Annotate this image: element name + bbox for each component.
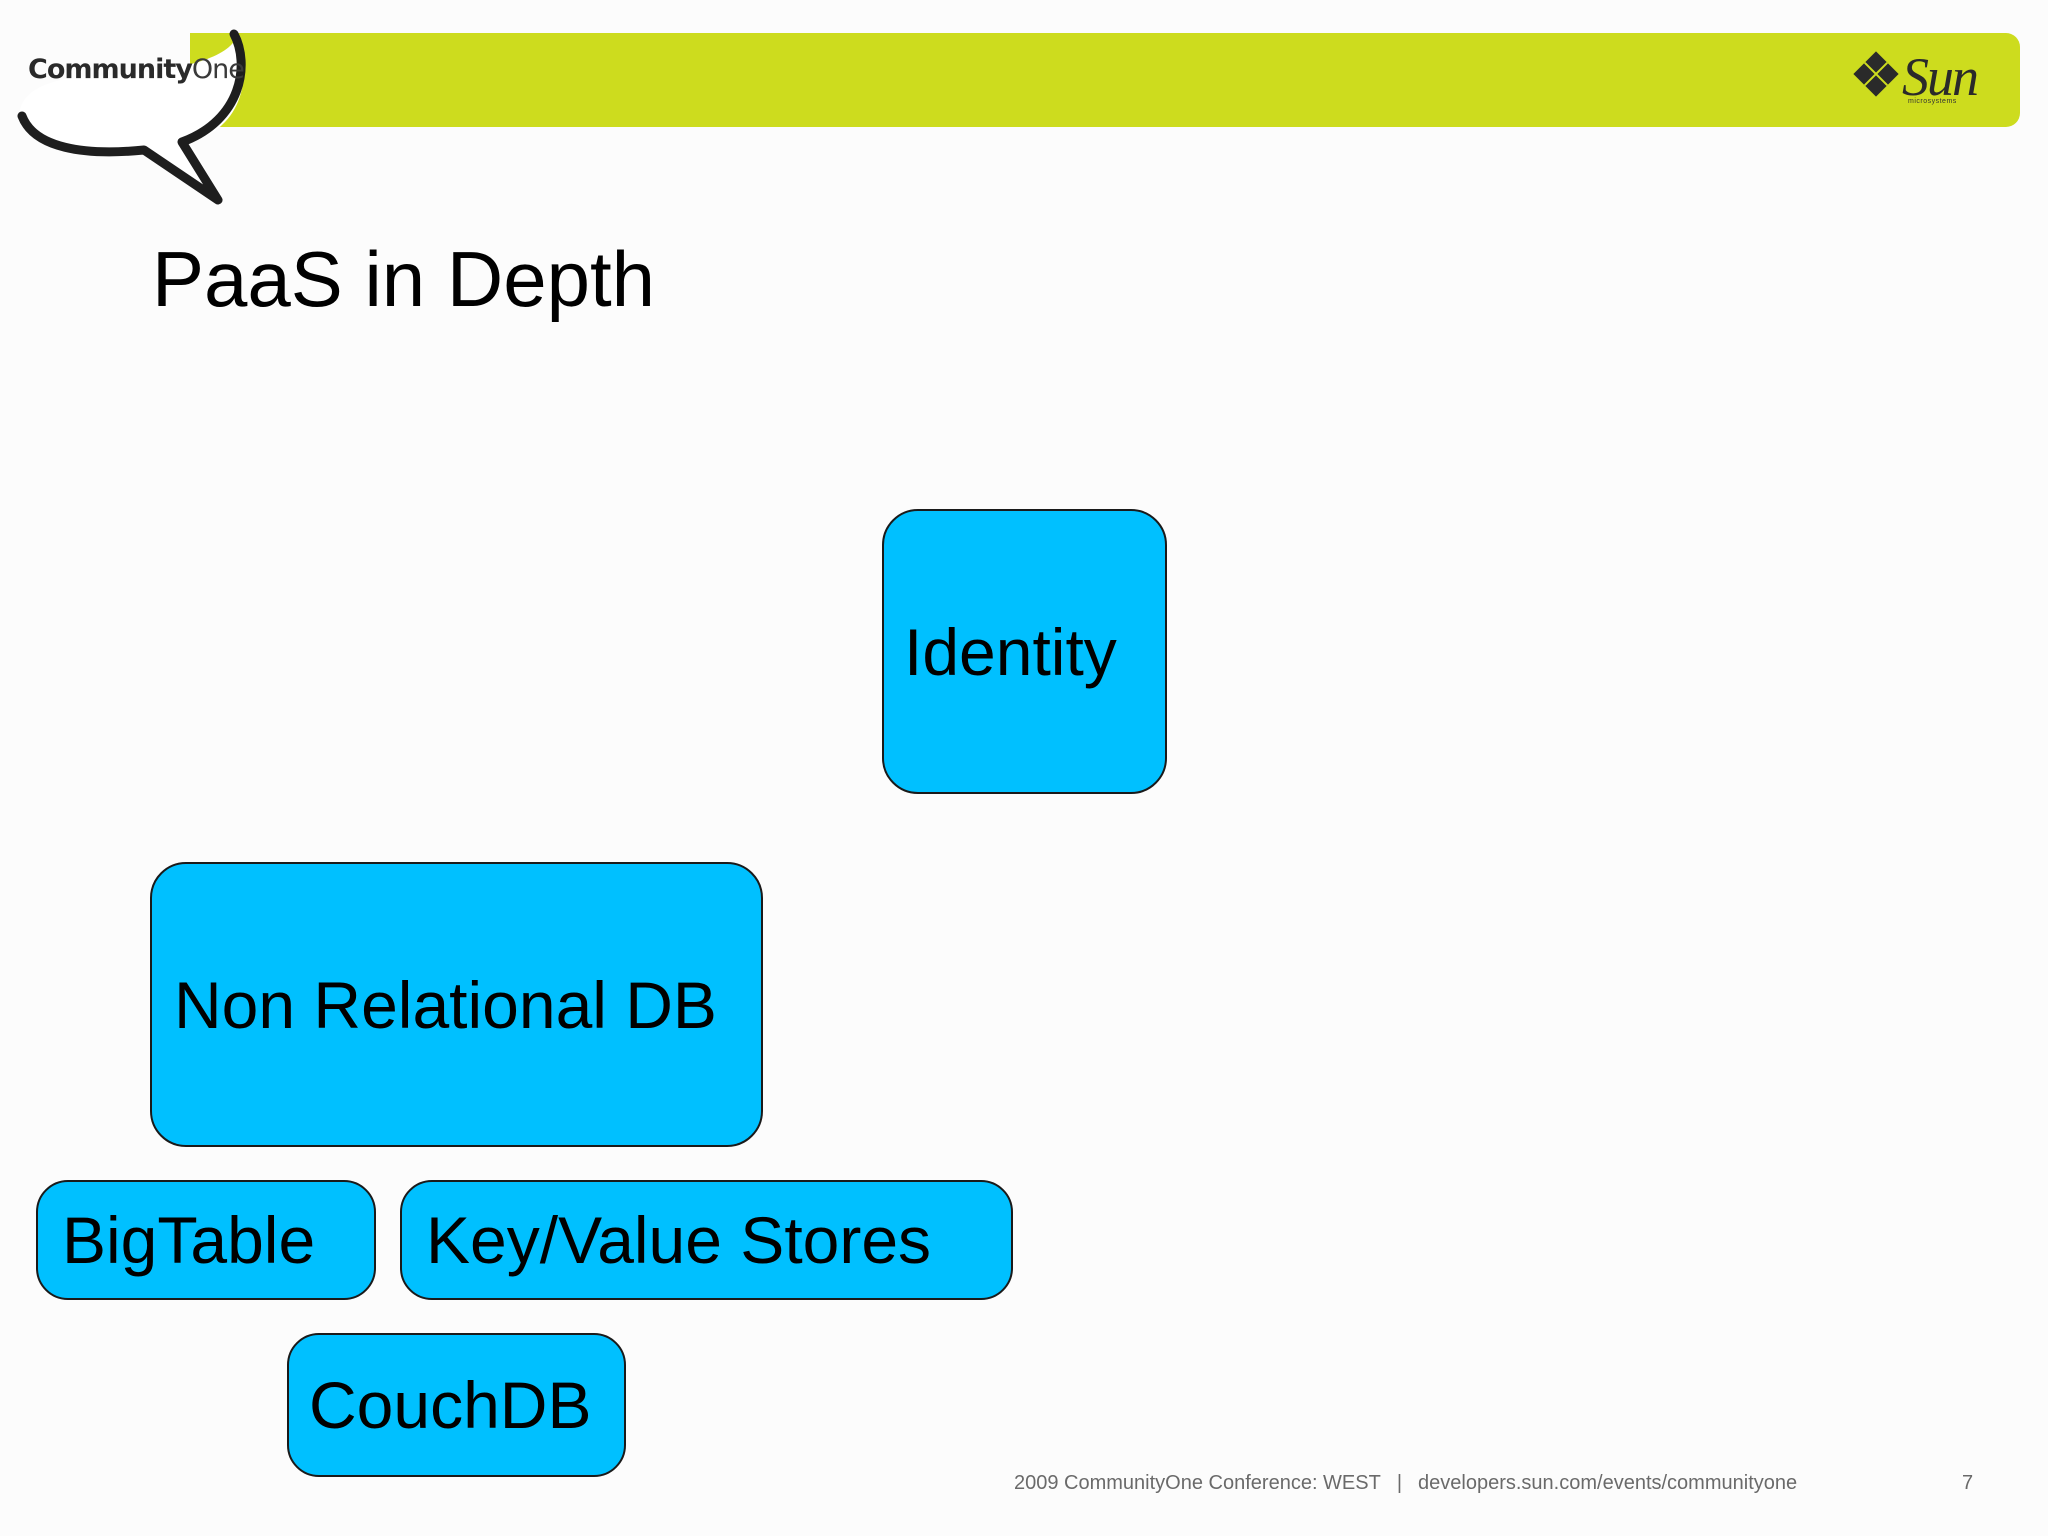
header-band [190,33,2020,127]
brand-logo-text: CommunityOne [28,54,245,85]
sun-logo-wordmark: Sun [1902,47,1979,107]
speech-bubble-logo-icon [17,29,246,205]
non-relational-db-label: Non Relational DB [174,967,717,1042]
key-value-stores-label: Key/Value Stores [426,1203,932,1277]
slide-title: PaaS in Depth [152,235,656,323]
couchdb-label: CouchDB [309,1368,592,1442]
bigtable-box: BigTable [36,1180,376,1300]
footer-separator: | [1396,1472,1403,1494]
couchdb-box: CouchDB [287,1333,626,1477]
page-number: 7 [1962,1472,1974,1494]
sun-logo-subtext: microsystems [1908,98,1957,105]
non-relational-db-box: Non Relational DB [150,862,763,1147]
sun-diamond-logo-icon [1853,51,1899,97]
footer-url: developers.sun.com/events/communityone [1418,1472,1798,1494]
slide-footer: 2009 CommunityOne Conference: WEST | devel… [1014,1472,1797,1495]
identity-box: Identity [882,509,1167,794]
key-value-stores-box: Key/Value Stores [400,1180,1013,1300]
bigtable-label: BigTable [62,1203,316,1277]
footer-conference: 2009 CommunityOne Conference: WEST [1014,1472,1381,1494]
identity-label: Identity [904,614,1117,689]
